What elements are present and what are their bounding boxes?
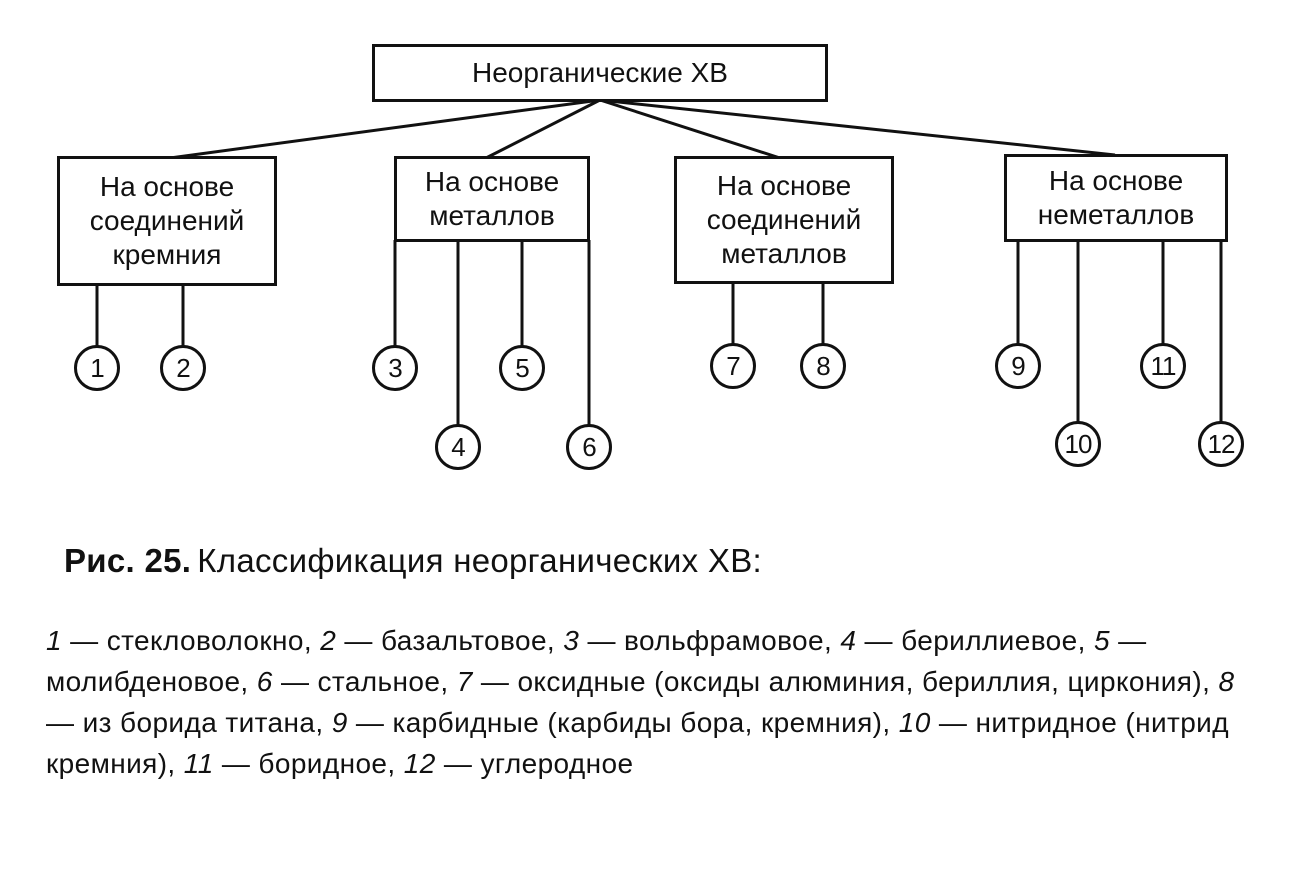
item-circle-6: 6 — [566, 424, 612, 470]
item-circle-2: 2 — [160, 345, 206, 391]
legend-entry-text: — углеродное — [435, 748, 634, 779]
legend-entry-text: — бериллиевое, — [856, 625, 1094, 656]
legend-entry-number: 1 — [46, 625, 62, 656]
legend-entry-number: 10 — [898, 707, 931, 738]
item-circle-4: 4 — [435, 424, 481, 470]
group-node-1: На основе соединений кремния — [57, 156, 277, 286]
legend-entry-text: — вольфрамовое, — [579, 625, 841, 656]
item-number: 10 — [1064, 428, 1093, 459]
legend-entry-number: 11 — [183, 748, 214, 779]
legend-entry: 10 — нитридное (нитрид кремния), — [46, 707, 1229, 779]
item-number: 1 — [90, 352, 105, 383]
legend-entry-text: — оксидные (оксиды алюминия, бериллия, ц… — [472, 666, 1219, 697]
item-number: 12 — [1207, 428, 1236, 459]
legend-entry: 2 — базальтовое, — [320, 625, 563, 656]
item-number: 9 — [1011, 350, 1026, 381]
legend-entry-text: — базальтовое, — [336, 625, 564, 656]
item-number: 8 — [816, 350, 831, 381]
group-label-3: На основе соединений металлов — [706, 170, 862, 269]
item-number: 7 — [726, 350, 741, 381]
legend-entry-text: — из борида титана, — [46, 707, 332, 738]
legend-entry-number: 3 — [563, 625, 580, 656]
root-node: Неорганические ХВ — [372, 44, 828, 102]
legend-entry-number: 2 — [320, 625, 337, 656]
group-node-3: На основе соединений металлов — [674, 156, 894, 284]
group-label-2: На основе металлов — [424, 166, 560, 231]
legend-entry: 3 — вольфрамовое, — [563, 625, 840, 656]
legend-entry-text: — молибденовое, — [46, 625, 1147, 697]
legend-entry-number: 9 — [331, 707, 348, 738]
item-number: 2 — [176, 352, 191, 383]
item-number: 3 — [388, 352, 403, 383]
item-circle-10: 10 — [1055, 421, 1101, 467]
connector-root-group-2 — [485, 98, 601, 160]
item-circle-3: 3 — [372, 345, 418, 391]
item-circle-8: 8 — [800, 343, 846, 389]
item-circle-11: 11 — [1140, 343, 1186, 389]
item-number: 4 — [451, 431, 466, 462]
item-number: 5 — [515, 352, 530, 383]
legend-entry: 9 — карбидные (карбиды бора, кремния), — [332, 707, 899, 738]
legend-entry-text: — стальное, — [272, 666, 457, 697]
item-circle-5: 5 — [499, 345, 545, 391]
legend-entry: 8 — из борида титана, — [46, 666, 1234, 738]
legend-entry-number: 4 — [840, 625, 857, 656]
group-label-1: На основе соединений кремния — [89, 171, 245, 270]
legend-entry: 4 — бериллиевое, — [840, 625, 1094, 656]
legend: 1 — стекловолокно, 2 — базальтовое, 3 — … — [46, 620, 1246, 784]
legend-entry: 1 — стекловолокно, — [46, 625, 320, 656]
legend-entry-text: — боридное, — [213, 748, 404, 779]
group-node-4: На основе неметаллов — [1004, 154, 1228, 242]
connector-root-group-3 — [599, 98, 781, 160]
legend-entry-number: 12 — [403, 748, 436, 779]
group-label-4: На основе неметаллов — [1037, 165, 1195, 230]
group-node-2: На основе металлов — [394, 156, 590, 242]
root-label: Неорганические ХВ — [472, 57, 728, 88]
legend-entry-number: 7 — [456, 666, 473, 697]
legend-entry-number: 6 — [256, 666, 273, 697]
legend-entry-text: — карбидные (карбиды бора, кремния), — [347, 707, 899, 738]
connector-lines — [95, 98, 1223, 425]
legend-entry: 12 — углеродное — [404, 748, 634, 779]
legend-entry-number: 5 — [1093, 625, 1110, 656]
connector-root-group-1 — [169, 98, 601, 160]
item-circle-7: 7 — [710, 343, 756, 389]
legend-entry-text: — нитридное (нитрид кремния), — [46, 707, 1229, 779]
legend-entry-number: 8 — [1218, 666, 1235, 697]
item-circle-9: 9 — [995, 343, 1041, 389]
item-number: 6 — [582, 431, 597, 462]
legend-entry: 11 — боридное, — [184, 748, 404, 779]
figure-title: Классификация неорганических ХВ: — [197, 542, 762, 579]
legend-entry: 5 — молибденовое, — [46, 625, 1147, 697]
item-number: 11 — [1150, 350, 1177, 381]
connector-root-group-4 — [599, 98, 1116, 157]
item-circle-1: 1 — [74, 345, 120, 391]
legend-entry: 6 — стальное, — [257, 666, 457, 697]
legend-entry-text: — стекловолокно, — [61, 625, 321, 656]
figure-caption: Рис. 25.Классификация неорганических ХВ: — [64, 542, 762, 580]
item-circle-12: 12 — [1198, 421, 1244, 467]
figure-label: Рис. 25. — [64, 542, 192, 579]
legend-entry: 7 — оксидные (оксиды алюминия, бериллия,… — [457, 666, 1219, 697]
